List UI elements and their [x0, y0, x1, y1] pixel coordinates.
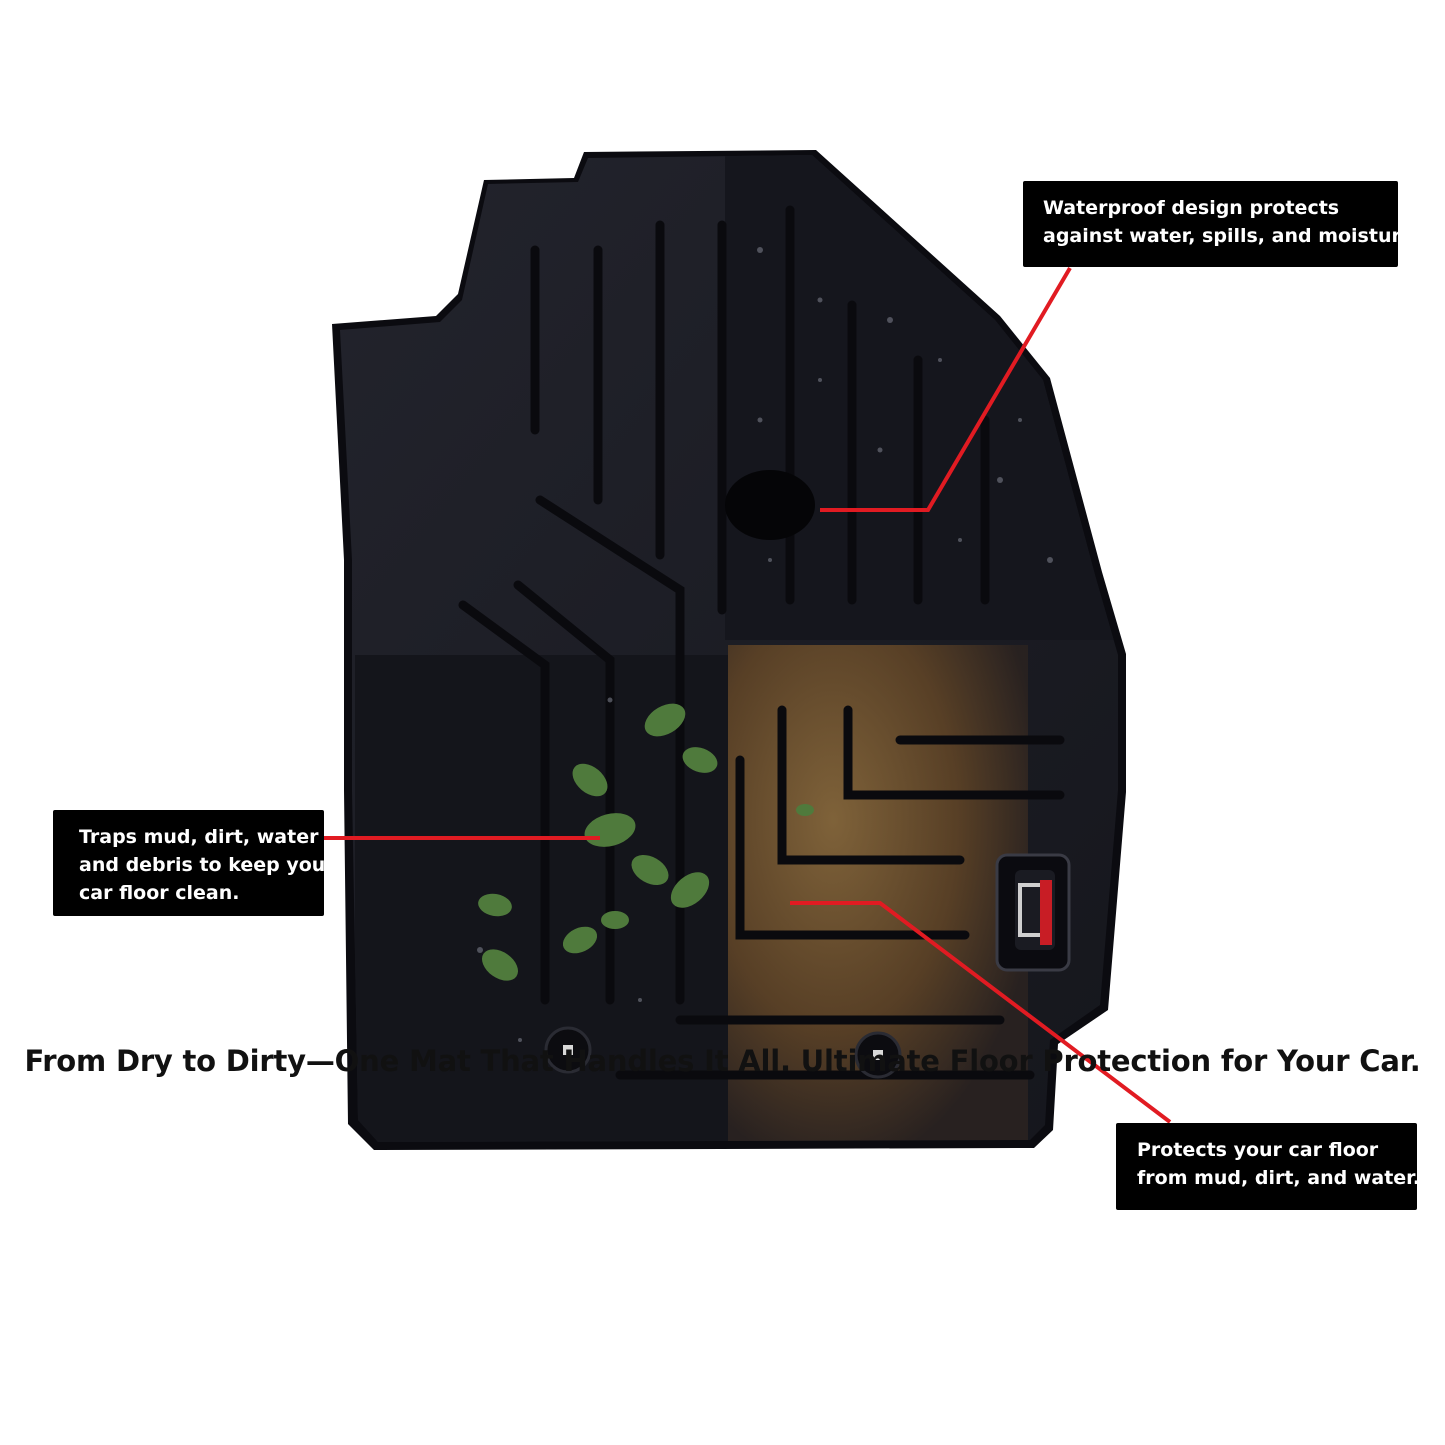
mat-anchor-clips: [544, 1026, 902, 1079]
mat-grooves: [458, 205, 1065, 1080]
callout-waterproof-line-2: against water, spills, and moisture.: [1043, 225, 1421, 247]
callout-traps-line-3: car floor clean.: [79, 882, 240, 904]
leader-waterproof: [820, 266, 1072, 512]
callout-waterproof-line-1: Waterproof design protects: [1043, 197, 1340, 219]
water-droplets: [477, 247, 1053, 1042]
callout-protects-line-1: Protects your car floor: [1137, 1139, 1379, 1161]
callout-waterproof: Waterproof design protects against water…: [1023, 181, 1421, 267]
callout-traps-line-2: and debris to keep your: [79, 854, 335, 876]
leader-lines: [324, 266, 1172, 1124]
callout-protects: Protects your car floor from mud, dirt, …: [1116, 1123, 1421, 1210]
water-puddle: [725, 470, 815, 540]
callout-protects-line-2: from mud, dirt, and water.: [1137, 1167, 1421, 1189]
leader-protects: [790, 901, 1172, 1124]
leaves-debris: [478, 703, 814, 981]
brand-badge: [995, 853, 1071, 972]
headline-tagline: From Dry to Dirty—One Mat That Handles I…: [24, 1044, 1421, 1078]
callout-traps-line-1: Traps mud, dirt, water: [79, 826, 319, 848]
callout-traps: Traps mud, dirt, water and debris to kee…: [53, 810, 335, 916]
